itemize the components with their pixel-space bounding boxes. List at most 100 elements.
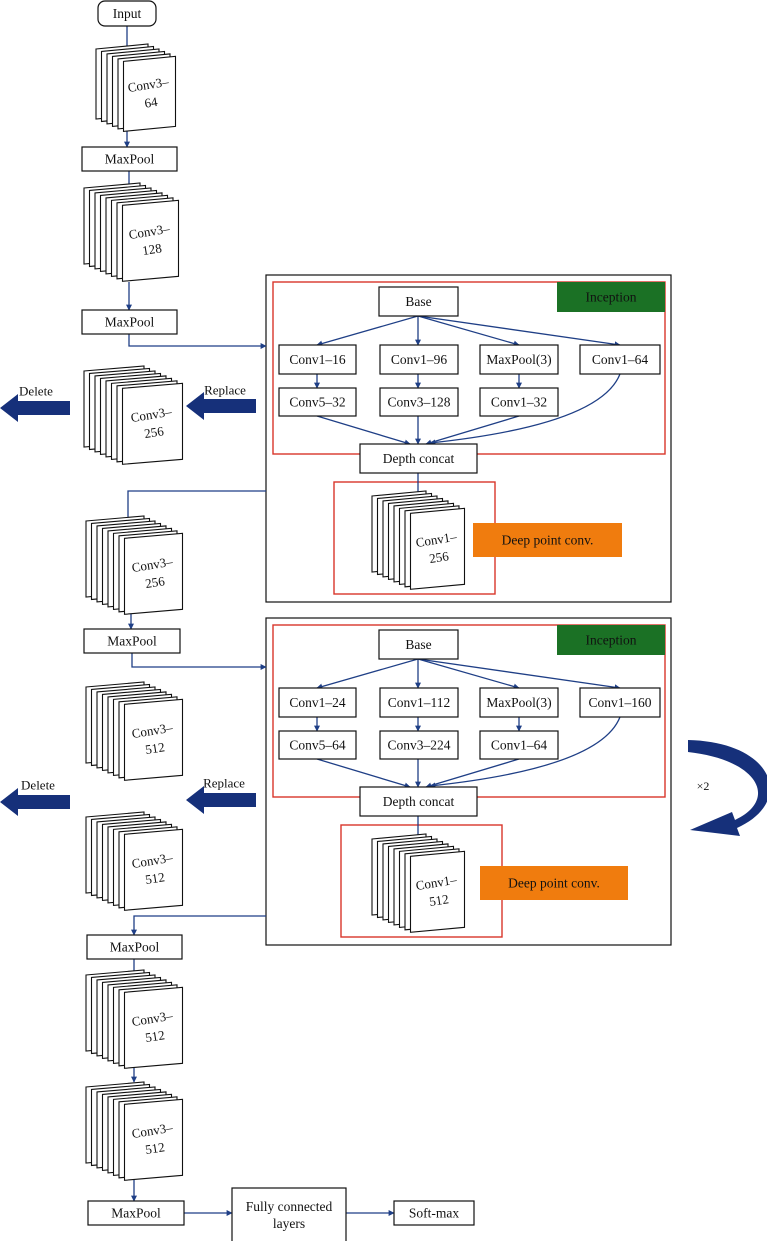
module-2-branch-1-frame [278,687,357,718]
maxpool-node-4: MaxPool [86,934,183,960]
module-1-outer-frame [265,274,672,603]
input-node: Input [97,0,157,27]
conv3-512-stack-d-sheet [123,1098,184,1181]
module-2-branch-3-second-frame [479,730,559,760]
module-1-branch-4: Conv1–64 [579,344,661,375]
module-2-branch-1-second-label: Conv5–64 [289,738,346,753]
maxpool-node-4-frame [86,934,183,960]
module-1-branch-1-frame [278,344,357,375]
delete-arrow-1-shape [0,394,70,422]
module-1-branch-1-second: Conv5–32 [278,387,357,417]
repeat-arrow-shape [688,740,767,836]
conv3-512-stack-c-label: Conv3– [131,1008,175,1029]
module-2-base-node-frame [378,629,459,660]
maxpool-node-5-frame [87,1200,185,1226]
module-2-branch-1-second: Conv5–64 [278,730,357,760]
module-2-branch-3-frame [479,687,559,718]
edge-maxpool3-module2 [131,653,267,670]
module-1-branch-2-second-label: Conv3–128 [387,395,450,410]
maxpool-node-3-frame [83,628,181,654]
module-1-edge-base-branch-3 [417,315,520,347]
replace-label-2: Replace [203,776,245,791]
fully-connected-node-label: Fully connected [246,1199,333,1214]
module-1-depth-concat-label: Depth concat [383,451,455,466]
conv3-256-stack-label-group: Conv3–256 [131,554,175,591]
module-2-branch-3-second: Conv1–64 [479,730,559,760]
module-2-edge-b1-concat [316,758,411,789]
module-1-branch-3-second-label: Conv1–32 [491,395,547,410]
conv3-512-stack-deleted-b-label: Conv3– [131,850,175,871]
conv3-512-stack-deleted-b-label-group: Conv3–512 [131,850,175,887]
softmax-node: Soft-max [393,1200,475,1226]
maxpool-node-2-frame [81,309,178,335]
delete-label-1: Delete [19,384,53,399]
module-2-pointwise-stack-label: Conv1– [415,872,459,893]
conv3-256-stack: Conv3–256 [85,515,184,615]
module-1-branch-3: MaxPool(3) [479,344,559,375]
conv3-128-stack-sheet [121,199,180,282]
module-1-inception-tag: Inception [557,282,665,312]
repeat-arrow [688,740,767,836]
conv3-64-stack-label-group: Conv3–64 [127,74,171,111]
conv3-128-stack-label: 128 [141,240,163,258]
module-1-branch-3-second: Conv1–32 [479,387,559,417]
conv3-512-stack-d-label-group: Conv3–512 [131,1120,175,1157]
maxpool-node-2: MaxPool [81,309,178,335]
module-1-pointwise-stack-label: Conv1– [415,529,459,550]
module-1-branch-2-second: Conv3–128 [379,387,459,417]
module-1-branch-2-second-frame [379,387,459,417]
module-2-outer-frame [265,617,672,946]
module-1-branch-1-label: Conv1–16 [289,352,346,367]
module-1-edge-b3-concat [425,415,520,446]
maxpool-node-2-label: MaxPool [105,315,155,330]
softmax-node-label: Soft-max [409,1206,459,1221]
module-2-branch-2-second-frame [379,730,459,760]
module-1-pointwise-tag-frame [473,523,622,557]
conv3-512-stack-deleted-b-sheet [123,828,184,911]
maxpool-node-1-frame [81,146,178,172]
conv3-256-stack-deleted-label-group: Conv3–256 [130,404,174,441]
module-2-branch-1-label: Conv1–24 [289,695,346,710]
module-2-branch-4: Conv1–160 [579,687,661,718]
conv3-128-stack-label: Conv3– [128,221,172,242]
module-frames [265,274,672,946]
module-2-pointwise-tag: Deep point conv. [480,866,628,900]
module-1-branch-1-second-frame [278,387,357,417]
module-2-branch-2-second-label: Conv3–224 [387,738,450,753]
fully-connected-node-label: layers [273,1216,305,1231]
module-1-pointwise-stack-sheet [409,507,466,590]
module-1-branch-3-frame [479,344,559,375]
conv3-512-stack-deleted-a-sheet [123,698,184,781]
module-2-pointwise-stack-label: 512 [428,891,450,909]
conv3-64-stack-label: Conv3– [127,74,171,95]
module-1-base-node-frame [378,286,459,317]
module-1-inception-tag-frame [557,282,665,312]
conv3-128-stack-label-group: Conv3–128 [128,221,172,258]
conv3-256-stack-deleted-sheet [121,382,184,465]
delete-arrow-2 [0,788,70,816]
conv3-128-stack: Conv3–128 [83,182,180,282]
module-2-pointwise-tag-label: Deep point conv. [508,876,600,891]
module-2-pointwise-stack-sheet [409,850,466,933]
module-2-inception-tag-frame [557,625,665,655]
maxpool-node-1: MaxPool [81,146,178,172]
module-1-base-node-label: Base [405,294,431,309]
module-1-branch-3-second-frame [479,387,559,417]
module-1-branch-1: Conv1–16 [278,344,357,375]
softmax-node-frame [393,1200,475,1226]
module-1-edge-base-branch-1 [316,315,419,347]
module-2-base-node-label: Base [405,637,431,652]
maxpool-node-5: MaxPool [87,1200,185,1226]
module-2-edge-b4-concat [429,716,621,789]
maxpool-node-3: MaxPool [83,628,181,654]
maxpool-node-4-label: MaxPool [110,940,160,955]
replace-arrow-2 [186,786,256,814]
conv3-64-stack-label: 64 [143,94,159,111]
conv3-512-stack-d: Conv3–512 [85,1081,184,1181]
maxpool-node-1-label: MaxPool [105,152,155,167]
module-1-edge-b4-concat [429,373,621,446]
edge-module2-maxpool4 [131,915,266,936]
conv3-256-stack-label: 256 [144,573,166,591]
